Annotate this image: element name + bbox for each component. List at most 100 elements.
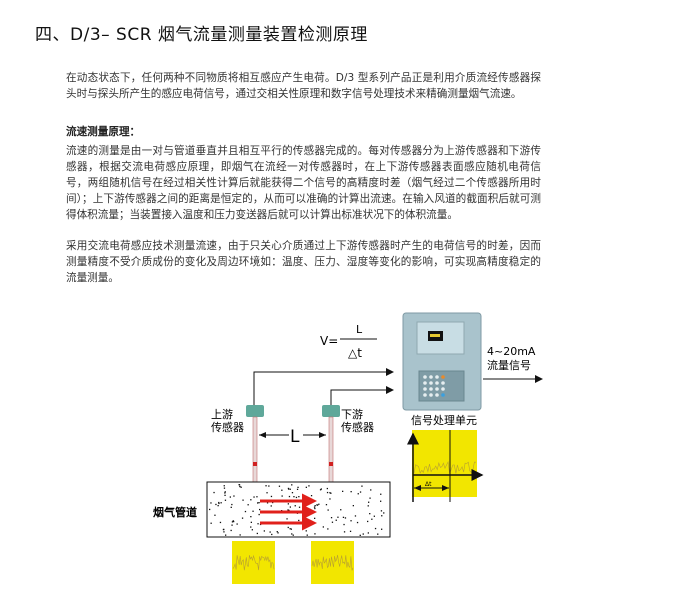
particle [305,498,307,500]
particle [224,494,226,496]
particle [377,533,379,535]
particle [269,531,271,533]
particle [340,509,342,511]
particle [371,518,373,520]
particle [370,489,372,491]
particle [298,496,300,498]
unit-label: 信号处理单元 [411,414,477,427]
particle [380,510,383,512]
particle [291,533,293,535]
particle [225,534,227,536]
particle [210,522,212,524]
particle [289,488,291,490]
particle [287,503,289,505]
particle [230,506,232,508]
particle [305,526,307,528]
particle [277,532,279,534]
particle [318,503,320,505]
particle [331,521,334,523]
particle [286,518,288,520]
particle [357,493,359,495]
particle [343,523,345,526]
particle [305,530,307,532]
particle [214,514,216,516]
particle [359,534,361,536]
delta-t-label: Δt [425,481,432,488]
particle [250,499,252,501]
particle [350,491,352,493]
page-title: 四、D/3– SCR 烟气流量测量装置检测原理 [35,25,368,45]
particle [327,509,329,511]
upstream-waveform [232,554,275,571]
particle [381,515,383,517]
particle [250,521,252,523]
distance-label: L [290,427,300,447]
particle [231,521,234,523]
particle [218,501,220,504]
particle [330,517,333,519]
particle [224,491,226,493]
particle [281,495,283,497]
particle [271,533,273,536]
particle [308,485,310,487]
particle [383,512,385,514]
particle [292,534,294,536]
particle [266,492,268,494]
particle [374,527,377,530]
particle [229,496,231,498]
particle [335,519,337,521]
particle [238,484,241,486]
upstream-label-line1: 上游 [211,408,233,421]
particle [233,495,235,497]
particle [293,496,295,498]
keypad [423,375,445,397]
particle [310,495,313,497]
particle [319,489,322,491]
particle [213,491,215,494]
particle [257,502,259,504]
particle [232,520,234,522]
particle [288,488,290,490]
particle [305,486,307,488]
particle [259,508,261,511]
particle [289,506,291,508]
particle [327,528,329,530]
particle [329,498,331,500]
particle [298,506,301,508]
particle [314,505,316,507]
downstream-signal-wire [330,386,394,407]
particle [381,528,383,530]
particle [297,486,299,488]
particle [209,508,211,511]
particle [219,521,222,524]
particle [322,526,324,528]
particle [276,531,278,533]
particle [289,528,291,530]
particle [231,524,233,526]
particle [215,503,217,506]
particle [222,528,225,531]
particle [236,523,238,525]
upstream-signal-wire [253,368,394,407]
upstream-label-line2: 传感器 [211,421,244,434]
advantage-paragraph: 采用交流电荷感应技术测量流速，由于只关心介质通过上下游传感器时产生的电荷信号的时… [66,240,541,284]
particle [294,505,296,507]
particle [223,531,225,533]
particle [367,505,369,507]
particle [270,495,273,498]
particle [287,526,289,529]
particle [316,504,318,506]
particle [367,520,369,523]
pipe-label: 烟气管道 [153,505,197,519]
particle [287,509,289,511]
particle [298,519,300,522]
particle [309,508,311,511]
flow-arrows [260,493,317,531]
particle [224,499,227,501]
particle [270,505,272,507]
particle [368,501,370,503]
particle [257,523,259,525]
particle [326,491,329,494]
particle [250,516,252,518]
